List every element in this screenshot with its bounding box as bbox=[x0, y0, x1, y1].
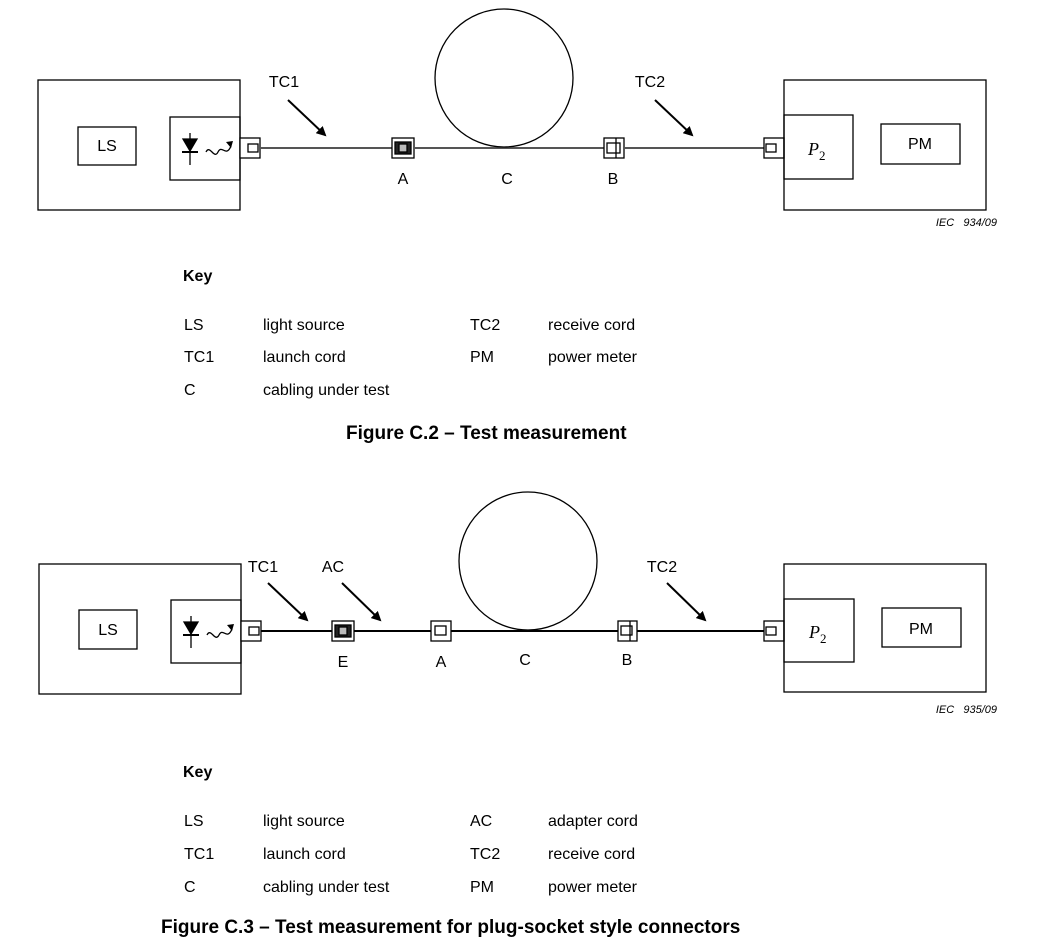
key-abbrev: TC1 bbox=[184, 846, 215, 863]
tc1-arrow bbox=[287, 99, 327, 137]
ls-label: LS bbox=[98, 622, 118, 639]
light-source-unit bbox=[37, 79, 241, 211]
light-source-unit bbox=[38, 563, 242, 695]
tc2-arrow bbox=[654, 99, 694, 137]
key-description: light source bbox=[263, 813, 345, 830]
key-description: adapter cord bbox=[548, 813, 638, 830]
ac-arrow bbox=[341, 582, 382, 622]
pm-label-box bbox=[880, 123, 961, 165]
connector-a-icon bbox=[391, 137, 415, 159]
laser-diode-icon bbox=[181, 133, 233, 165]
connector-e-icon bbox=[331, 620, 355, 642]
key-abbrev: PM bbox=[470, 349, 494, 366]
key-abbrev: TC2 bbox=[470, 317, 501, 334]
cabling-under-test-loop bbox=[458, 491, 598, 631]
key-description: launch cord bbox=[263, 349, 346, 366]
connector-b-icon bbox=[617, 620, 638, 642]
key-abbrev: TC2 bbox=[470, 846, 501, 863]
figure-c3-labels: LS PM P2 TC1 AC TC2 E A C B IEC 935/09 bbox=[98, 559, 997, 716]
cabling-c-label: C bbox=[519, 652, 531, 669]
key-title: Key bbox=[183, 268, 213, 285]
tc2-arrow bbox=[666, 582, 707, 622]
tc1-arrow bbox=[267, 582, 309, 622]
key-description: power meter bbox=[548, 349, 637, 366]
figure-c2-diagram bbox=[37, 8, 987, 211]
pm-label: PM bbox=[909, 621, 933, 638]
ls-label: LS bbox=[97, 138, 117, 155]
key-description: receive cord bbox=[548, 846, 636, 863]
detector-box bbox=[783, 114, 854, 180]
ac-label: AC bbox=[322, 559, 344, 576]
pm-label: PM bbox=[908, 136, 932, 153]
connector-a-label: A bbox=[398, 171, 409, 188]
p2-label: P2 bbox=[807, 139, 826, 163]
key-abbrev: AC bbox=[470, 813, 493, 830]
iec-ref-label: IEC 934/09 bbox=[936, 217, 997, 229]
figure-c3-diagram bbox=[38, 491, 987, 695]
tc2-label: TC2 bbox=[647, 559, 677, 576]
key-abbrev: C bbox=[184, 382, 196, 399]
key-description: launch cord bbox=[263, 846, 346, 863]
connector-e-label: E bbox=[338, 654, 349, 671]
figure-c2-labels: LS PM P2 TC1 TC2 A C B IEC 934/09 bbox=[97, 74, 997, 229]
tc1-label: TC1 bbox=[269, 74, 299, 91]
connector-b-label: B bbox=[622, 652, 633, 669]
key-abbrev: C bbox=[184, 879, 196, 896]
key-description: power meter bbox=[548, 879, 637, 896]
connector-b-icon bbox=[603, 137, 625, 159]
key-abbrev: LS bbox=[184, 317, 204, 334]
key-description: cabling under test bbox=[263, 382, 390, 399]
tc1-label: TC1 bbox=[248, 559, 278, 576]
laser-diode-icon bbox=[182, 616, 234, 648]
figure-caption: Figure C.2 – Test measurement bbox=[346, 423, 627, 444]
cabling-c-label: C bbox=[501, 171, 513, 188]
tc2-label: TC2 bbox=[635, 74, 665, 91]
connector-b-label: B bbox=[608, 171, 619, 188]
p2-label: P2 bbox=[808, 622, 827, 646]
iec-ref-label: IEC 935/09 bbox=[936, 704, 997, 716]
connector-a-icon bbox=[430, 620, 452, 642]
key-abbrev: LS bbox=[184, 813, 204, 830]
ls-label-box bbox=[77, 126, 137, 166]
key-title: Key bbox=[183, 764, 213, 781]
key-description: light source bbox=[263, 317, 345, 334]
ls-label-box bbox=[78, 609, 138, 650]
key-abbrev: TC1 bbox=[184, 349, 215, 366]
pm-label-box bbox=[881, 607, 962, 648]
key-description: cabling under test bbox=[263, 879, 390, 896]
key-description: receive cord bbox=[548, 317, 636, 334]
cabling-under-test-loop bbox=[434, 8, 574, 148]
key-abbrev: PM bbox=[470, 879, 494, 896]
figure-caption: Figure C.3 – Test measurement for plug-s… bbox=[161, 917, 741, 938]
connector-a-label: A bbox=[436, 654, 447, 671]
detector-box bbox=[783, 598, 855, 663]
